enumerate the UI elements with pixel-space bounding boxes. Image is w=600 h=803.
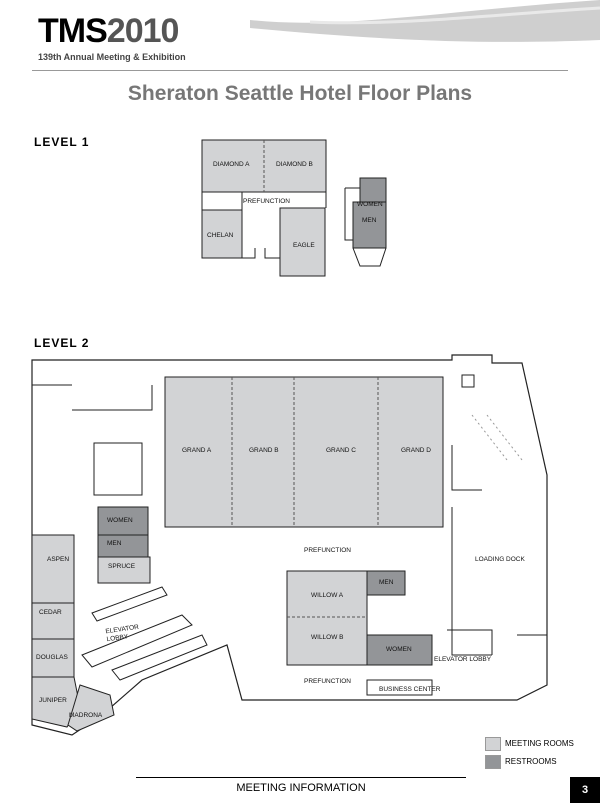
room-willow-a: WILLOW A <box>311 592 344 599</box>
restrooms-legend: RESTROOMS <box>505 757 557 766</box>
room-grand-b: GRAND B <box>249 447 279 454</box>
logo-tms: TMS <box>38 12 108 50</box>
room-chelan: CHELAN <box>207 232 234 239</box>
level-1-prefunction: PREFUNCTION <box>243 198 290 205</box>
level-2-prefunction-top: PREFUNCTION <box>304 547 351 554</box>
level-2-prefunction-bottom: PREFUNCTION <box>304 678 351 685</box>
restrooms-swatch <box>485 755 501 769</box>
room-cedar: CEDAR <box>39 609 62 616</box>
page-title: Sheraton Seattle Hotel Floor Plans <box>127 82 473 105</box>
room-eagle: EAGLE <box>293 242 315 249</box>
room-diamond-b: DIAMOND B <box>276 161 313 168</box>
room-juniper: JUNIPER <box>39 697 67 704</box>
elevator-lobby-right: ELEVATOR LOBBY <box>434 656 492 663</box>
room-willow-b: WILLOW B <box>311 634 344 641</box>
room-grand-d: GRAND D <box>401 447 431 454</box>
level-1-floorplan <box>201 139 387 277</box>
loading-dock: LOADING DOCK <box>475 556 525 563</box>
header-rule <box>32 70 568 71</box>
level-2-men-restroom: MEN <box>107 540 122 547</box>
willow-women-restroom: WOMEN <box>386 646 412 653</box>
level-1-men-restroom: MEN <box>362 217 377 224</box>
page-number: 3 <box>570 777 600 803</box>
tms-logo: TMS2010 <box>38 12 180 50</box>
willow-men-restroom: MEN <box>379 579 394 586</box>
level-2-heading: LEVEL 2 <box>34 336 90 350</box>
room-madrona: MADRONA <box>69 712 103 719</box>
room-aspen: ASPEN <box>47 556 70 563</box>
footer-rule <box>136 777 466 778</box>
room-grand-a: GRAND A <box>182 447 212 454</box>
logo-year: 2010 <box>106 12 180 50</box>
level-2-floorplan <box>31 354 548 736</box>
level-1-heading: LEVEL 1 <box>34 135 90 149</box>
header-swoosh-graphic <box>250 0 600 42</box>
room-diamond-a: DIAMOND A <box>213 161 250 168</box>
meeting-rooms-legend: MEETING ROOMS <box>505 739 574 748</box>
level-2-women-restroom: WOMEN <box>107 517 133 524</box>
business-center: BUSINESS CENTER <box>379 686 441 693</box>
room-spruce: SPRUCE <box>108 563 136 570</box>
room-douglas: DOUGLAS <box>36 654 68 661</box>
level-1-women-restroom: WOMEN <box>357 201 383 208</box>
meeting-subtitle: 139th Annual Meeting & Exhibition <box>38 52 186 62</box>
footer-label: MEETING INFORMATION <box>236 782 366 794</box>
meeting-rooms-swatch <box>485 737 501 751</box>
room-grand-c: GRAND C <box>326 447 356 454</box>
